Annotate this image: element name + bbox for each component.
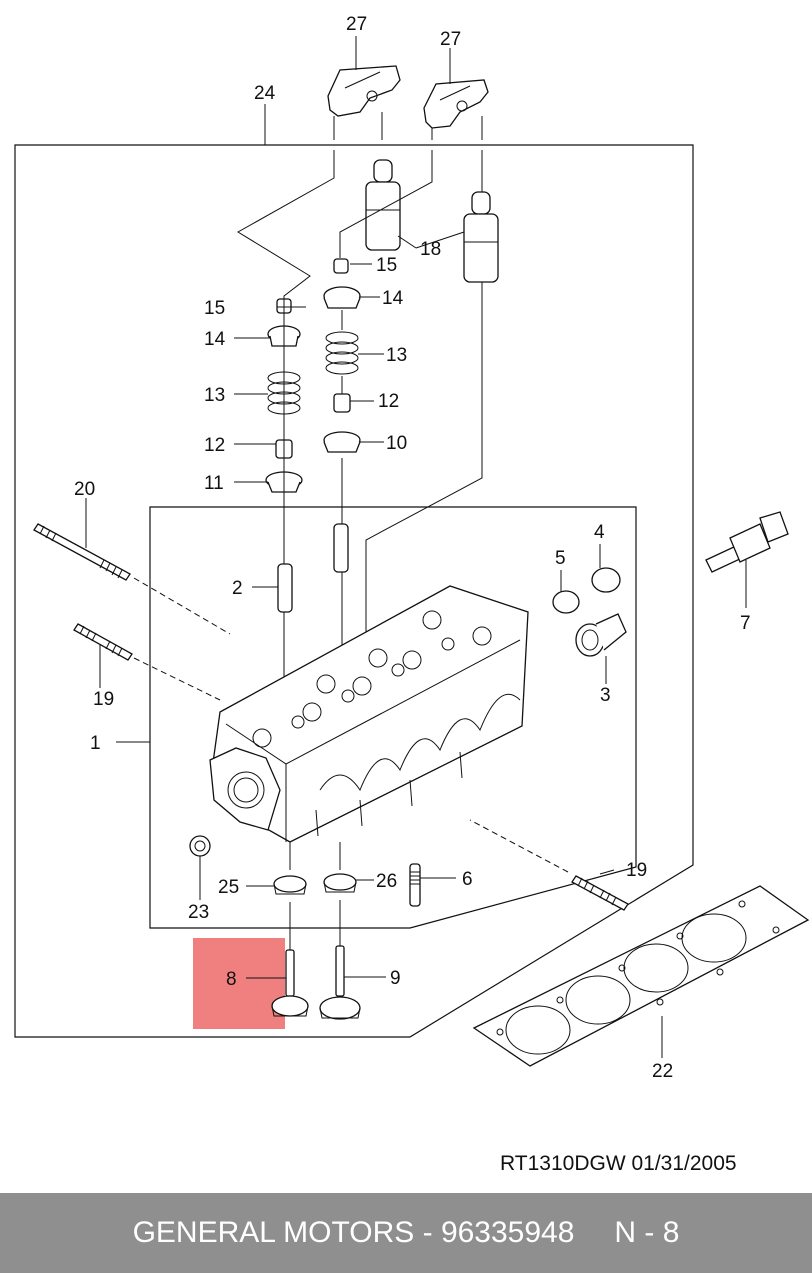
callout-1: 1: [90, 733, 101, 754]
valve-stack-left: [265, 298, 303, 613]
callout-2: 2: [232, 578, 243, 599]
callout-12-right: 12: [378, 391, 399, 412]
callout-6: 6: [462, 869, 473, 890]
cylinder-head: [209, 585, 529, 843]
callout-27-right: 27: [440, 29, 461, 50]
seal-25: [273, 875, 307, 895]
plug-4: [591, 567, 621, 593]
parts-diagram: 27 27 24 18 15 15 14 14 13 13 12 12 11 1…: [14, 14, 810, 1082]
head-gasket: [472, 885, 810, 1067]
callout-12-left: 12: [204, 435, 225, 456]
inner-frame: [149, 506, 637, 929]
assembly-line-lifter: [365, 150, 483, 660]
stud-20: [33, 523, 131, 581]
lifter-right: [463, 191, 499, 283]
temp-sensor: [705, 511, 789, 573]
callout-11: 11: [204, 473, 224, 494]
callout-20: 20: [74, 479, 95, 500]
callout-14-left: 14: [204, 329, 226, 350]
callout-13-right: 13: [386, 345, 407, 366]
footer-part-number: GENERAL MOTORS - 96335948: [132, 1216, 575, 1249]
plug-3: [575, 613, 627, 657]
callout-9: 9: [390, 968, 401, 989]
valve-8: [271, 949, 309, 1017]
callout-14-right: 14: [382, 288, 404, 309]
document-id: RT1310DGW 01/31/2005: [500, 1152, 737, 1175]
callout-23: 23: [188, 902, 209, 923]
stud-19-left: [73, 623, 133, 661]
lifter-left: [365, 159, 401, 251]
callout-15-left: 15: [204, 298, 225, 319]
callout-3: 3: [600, 685, 611, 706]
callout-8: 8: [226, 969, 237, 990]
valve-lines: [289, 842, 341, 950]
callout-19-right: 19: [626, 860, 647, 881]
rocker-arm-right: [423, 79, 489, 129]
stud-dash-lines: [133, 577, 569, 873]
outer-frame: [14, 144, 694, 1038]
highlight-box: [193, 938, 285, 1029]
footer-bar: GENERAL MOTORS - 96335948 N - 8: [0, 1193, 812, 1273]
valve-stack-right: [323, 258, 361, 573]
callout-4: 4: [594, 522, 605, 543]
callout-24: 24: [254, 83, 276, 104]
callout-7: 7: [740, 613, 751, 634]
callout-22: 22: [652, 1061, 673, 1082]
valve-9: [319, 945, 361, 1020]
assembly-line-left: [237, 150, 335, 720]
callout-19-left: 19: [93, 689, 114, 710]
stud-19-right: [571, 875, 629, 911]
callout-25: 25: [218, 877, 239, 898]
callout-18: 18: [420, 239, 441, 260]
callout-27-left: 27: [346, 14, 367, 35]
callout-15-right: 15: [376, 255, 397, 276]
callout-13-left: 13: [204, 385, 225, 406]
rocker-ties: [333, 112, 483, 140]
assembly-line-right: [339, 150, 433, 720]
plug-5: [552, 590, 580, 614]
callout-26: 26: [376, 871, 397, 892]
nut-23: [189, 835, 211, 857]
callout-5: 5: [555, 548, 566, 569]
callout-10: 10: [386, 433, 407, 454]
leader-lines: [85, 36, 747, 1058]
pin-6: [409, 863, 421, 907]
seal-26: [323, 873, 357, 893]
footer-page-code: N - 8: [614, 1216, 680, 1249]
rocker-arm-left: [327, 65, 401, 117]
